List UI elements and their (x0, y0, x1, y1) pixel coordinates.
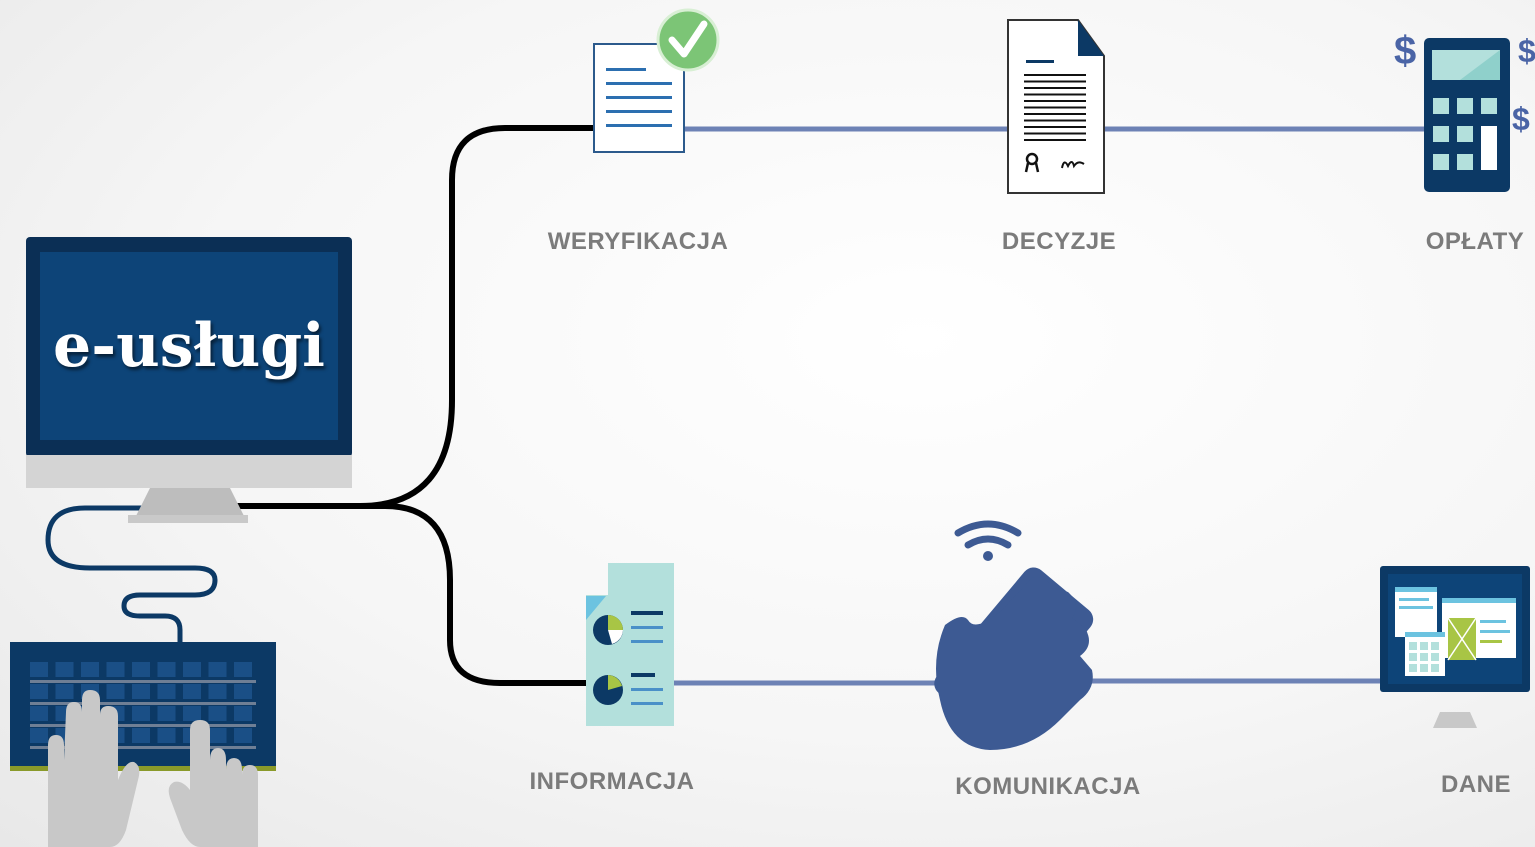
data-grid-cell (1420, 653, 1428, 661)
keyboard-key (157, 684, 176, 699)
keyboard-key (106, 684, 125, 699)
label-informacja: INFORMACJA (529, 768, 695, 795)
keyboard-key (30, 728, 48, 743)
wifi-icon (954, 520, 1022, 549)
data-grid-cell (1431, 664, 1439, 672)
connectors (235, 125, 1430, 686)
document-text-line (1024, 87, 1086, 89)
dollar-sign-icon: $ (1512, 101, 1530, 137)
document-text-line (1024, 93, 1086, 96)
label-weryfikacja: WERYFIKACJA (547, 228, 729, 255)
document-text-line (1024, 80, 1086, 83)
keyboard-key (234, 684, 252, 699)
keyboard-edge (10, 766, 276, 771)
keyboard-key (234, 706, 252, 721)
monitor-data-windows-icon (1380, 566, 1530, 728)
dollar-sign-icon: $ (1394, 29, 1416, 73)
keyboard-key (208, 706, 227, 721)
keyboard-key (234, 662, 252, 677)
document-text-line (1024, 139, 1086, 141)
keyboard-key (234, 728, 252, 743)
data-grid (1409, 642, 1439, 672)
keyboard-key (183, 684, 201, 699)
hands-icon (48, 690, 258, 847)
label-oplaty: OPŁATY (1425, 228, 1525, 255)
checked-document-icon (593, 8, 720, 153)
hand-icon (936, 577, 1093, 750)
keyboard-key (30, 684, 48, 699)
dollar-sign-icon: $ (1518, 33, 1535, 69)
keyboard-key (81, 662, 99, 677)
data-grid-cell (1409, 653, 1417, 661)
keyboard-key (132, 684, 150, 699)
monitor-screen (40, 252, 338, 440)
cable (45, 505, 218, 642)
connector-to-weryfikacja (235, 125, 600, 509)
report-chart-document-icon (586, 563, 674, 726)
keyboard-key (157, 706, 176, 721)
keyboard-key (132, 728, 150, 743)
document-text-lines (1024, 74, 1086, 141)
signed-decision-document-icon (1007, 19, 1105, 194)
keyboard-key (208, 728, 227, 743)
document-text-line (1024, 132, 1086, 135)
data-grid-cell (1420, 642, 1428, 650)
keyboard-key-divider (30, 746, 256, 749)
keyboard-key (106, 662, 125, 677)
document-text-line (1024, 119, 1086, 122)
document-text-line (1024, 100, 1086, 102)
keyboard-key (55, 662, 74, 677)
keyboard-key (30, 662, 48, 677)
computer-icon (10, 237, 352, 847)
data-grid-cell (1409, 642, 1417, 650)
monitor-chin (26, 455, 352, 488)
keyboard-key-divider (30, 680, 256, 683)
data-grid-cell (1409, 664, 1417, 672)
monitor-stand (136, 488, 244, 516)
label-decyzje: DECYZJE (1001, 228, 1117, 255)
document-text-line (1024, 106, 1086, 109)
hand-smartphone-wifi-icon (934, 520, 1094, 750)
keyboard-key (30, 706, 48, 721)
label-dane: DANE (1440, 771, 1512, 798)
calculator-dollar-icon: $ $ $ (1394, 29, 1535, 192)
document-text-line (1024, 113, 1086, 115)
keyboard-key (183, 662, 201, 677)
keyboard-key (208, 662, 227, 677)
keyboard-key (132, 662, 150, 677)
connector-to-informacja (235, 503, 590, 686)
keyboard-key (132, 706, 150, 721)
document-text-line (1024, 74, 1086, 76)
keyboard-key (208, 684, 227, 699)
keyboard-key-divider (30, 702, 256, 705)
document-text-line (1024, 126, 1086, 128)
keyboard-key (157, 728, 176, 743)
label-komunikacja: KOMUNIKACJA (955, 773, 1141, 800)
checkmark-badge-icon (656, 8, 720, 72)
keyboard-key (183, 706, 201, 721)
data-grid-cell (1431, 642, 1439, 650)
keyboard-key (157, 662, 176, 677)
data-grid-cell (1431, 653, 1439, 661)
keyboard-key-divider (30, 724, 256, 727)
data-grid-cell (1420, 664, 1428, 672)
monitor-base (128, 515, 248, 523)
keyboard-key (55, 684, 74, 699)
